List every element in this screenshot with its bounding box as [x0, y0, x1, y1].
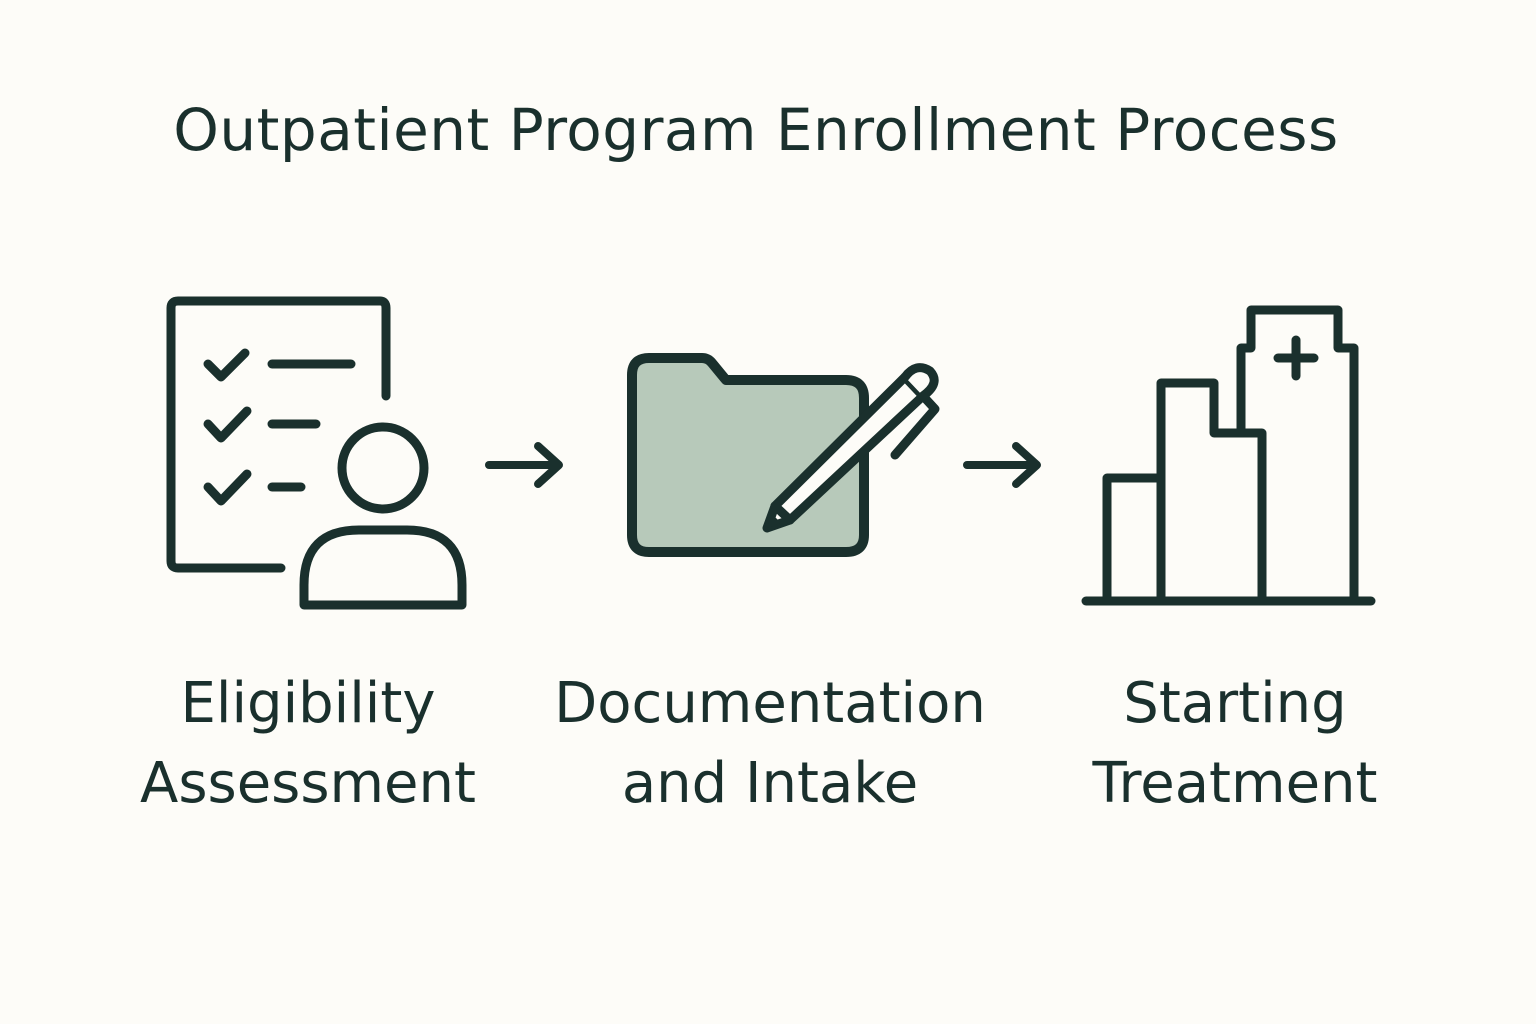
step-label-documentation-intake: Documentation and Intake — [520, 664, 1020, 824]
diagram-title: Outpatient Program Enrollment Process — [173, 96, 1339, 164]
step-label-starting-treatment: Starting Treatment — [1040, 664, 1430, 824]
step-label-line1: Eligibility — [180, 671, 436, 736]
hospital-building-icon — [1081, 305, 1376, 606]
step-label-line1: Starting — [1123, 671, 1347, 736]
folder-pencil-icon — [627, 353, 940, 557]
checklist-person-icon — [166, 296, 467, 610]
step-label-line2: and Intake — [621, 751, 919, 816]
step-label-line2: Treatment — [1092, 751, 1378, 816]
arrow-right-icon — [485, 442, 563, 488]
step-label-line2: Assessment — [140, 751, 476, 816]
step-label-eligibility-assessment: Eligibility Assessment — [108, 664, 508, 824]
arrow-right-icon — [963, 442, 1041, 488]
step-label-line1: Documentation — [554, 671, 986, 736]
